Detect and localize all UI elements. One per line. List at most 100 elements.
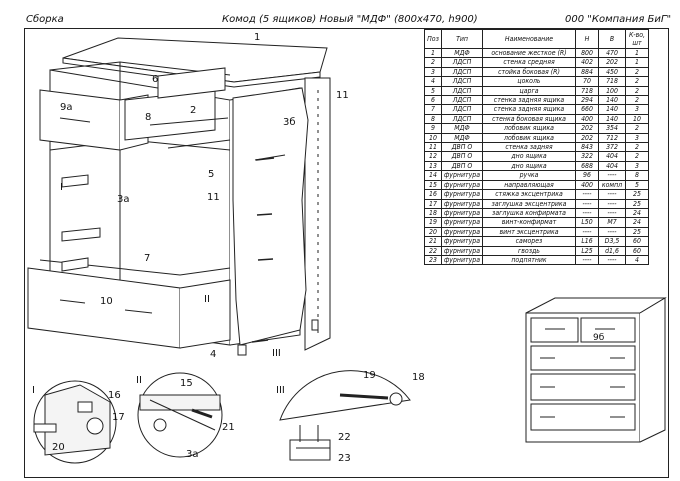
table-cell: фурнитура xyxy=(441,236,483,247)
table-cell: ---- xyxy=(598,226,626,238)
callout-6: 6 xyxy=(152,74,158,85)
callout-19: 19 xyxy=(363,370,376,381)
table-cell: 15 xyxy=(424,179,442,191)
table-cell: 10 xyxy=(424,132,442,144)
table-cell: 843 xyxy=(575,142,599,153)
table-cell: 20 xyxy=(424,226,442,238)
table-cell: МДФ xyxy=(441,47,483,59)
table-cell: 5 xyxy=(625,179,649,191)
side-panel-3b xyxy=(232,87,309,346)
table-cell: 17 xyxy=(424,198,442,209)
table-cell: стенка задняя ящика xyxy=(482,104,576,115)
table-cell: 3 xyxy=(625,160,649,172)
callout-11-front: 11 xyxy=(207,192,220,203)
table-cell: 16 xyxy=(424,189,442,200)
table-cell: 294 xyxy=(575,95,599,106)
detail-II xyxy=(137,372,223,458)
table-cell: 4 xyxy=(625,254,649,266)
table-cell: ЛДСП xyxy=(441,104,483,115)
table-cell: стенка средняя xyxy=(482,57,576,68)
back-panel xyxy=(304,77,331,351)
callout-15: 15 xyxy=(180,378,193,389)
drawing-frame xyxy=(24,28,669,478)
col-pos: Поз xyxy=(424,29,442,49)
callout-3a-detail: 3а xyxy=(186,449,199,460)
callout-4: 4 xyxy=(210,349,216,360)
table-cell: ЛДСП xyxy=(441,95,483,106)
table-cell: ---- xyxy=(575,207,599,219)
table-cell: фурнитура xyxy=(441,254,483,266)
table-cell: ---- xyxy=(598,254,626,266)
table-cell: 2 xyxy=(625,123,649,134)
table-cell: 400 xyxy=(575,113,599,125)
table-cell: 25 xyxy=(625,226,649,238)
table-cell: 140 xyxy=(598,113,626,125)
table-cell: 5 xyxy=(424,85,442,97)
table-cell: 402 xyxy=(575,57,599,68)
ref-III: III xyxy=(272,348,281,359)
table-cell: ДВП О xyxy=(441,151,483,162)
table-cell: фурнитура xyxy=(441,217,483,228)
table-cell: компл xyxy=(598,179,626,191)
table-cell: ---- xyxy=(575,254,599,266)
table-cell: 354 xyxy=(598,123,626,134)
table-cell: 3 xyxy=(424,66,442,78)
table-cell: 70 xyxy=(575,76,599,87)
table-cell: 140 xyxy=(598,95,626,106)
callout-7: 7 xyxy=(144,253,150,264)
table-cell: 10 xyxy=(625,113,649,125)
table-cell: 9 xyxy=(424,123,442,134)
table-cell: ДВП О xyxy=(441,160,483,172)
table-cell: дно ящика xyxy=(482,160,576,172)
table-cell: 800 xyxy=(575,47,599,59)
table-cell: заглушка конфирмата xyxy=(482,207,576,219)
assembled-chest-preview xyxy=(525,297,667,443)
company-name: 000 "Компания БиГ" xyxy=(565,14,672,25)
detail-I xyxy=(33,380,117,464)
table-cell: ---- xyxy=(575,226,599,238)
table-cell: 22 xyxy=(424,245,442,256)
table-cell: 3 xyxy=(625,132,649,144)
table-cell: фурнитура xyxy=(441,198,483,209)
callout-22: 22 xyxy=(338,432,351,443)
table-cell: 6 xyxy=(424,95,442,106)
table-cell: ---- xyxy=(598,198,626,209)
table-cell: 21 xyxy=(424,236,442,247)
ref-I: I xyxy=(60,182,63,193)
table-cell: 8 xyxy=(424,113,442,125)
table-cell: 1 xyxy=(625,47,649,59)
callout-17: 17 xyxy=(112,412,125,423)
table-cell: винт эксцентрика xyxy=(482,226,576,238)
callout-9a: 9а xyxy=(60,102,73,113)
table-cell: лобовик ящика xyxy=(482,132,576,144)
callout-5: 5 xyxy=(208,169,214,180)
table-cell: 884 xyxy=(575,66,599,78)
detail-III xyxy=(279,370,411,461)
table-cell: 2 xyxy=(625,76,649,87)
table-cell: 2 xyxy=(625,85,649,97)
table-cell: стенка задняя ящика xyxy=(482,95,576,106)
table-cell: 24 xyxy=(625,217,649,228)
table-cell: 2 xyxy=(625,142,649,153)
table-cell: 1 xyxy=(424,47,442,59)
table-cell: фурнитура xyxy=(441,170,483,181)
table-cell: фурнитура xyxy=(441,226,483,238)
table-cell: L50 xyxy=(575,217,599,228)
drawer-10 xyxy=(27,259,231,349)
table-cell: 7 xyxy=(424,104,442,115)
slides xyxy=(61,174,101,272)
table-cell: ---- xyxy=(598,170,626,181)
feet xyxy=(237,319,319,356)
table-cell: 23 xyxy=(424,254,442,266)
